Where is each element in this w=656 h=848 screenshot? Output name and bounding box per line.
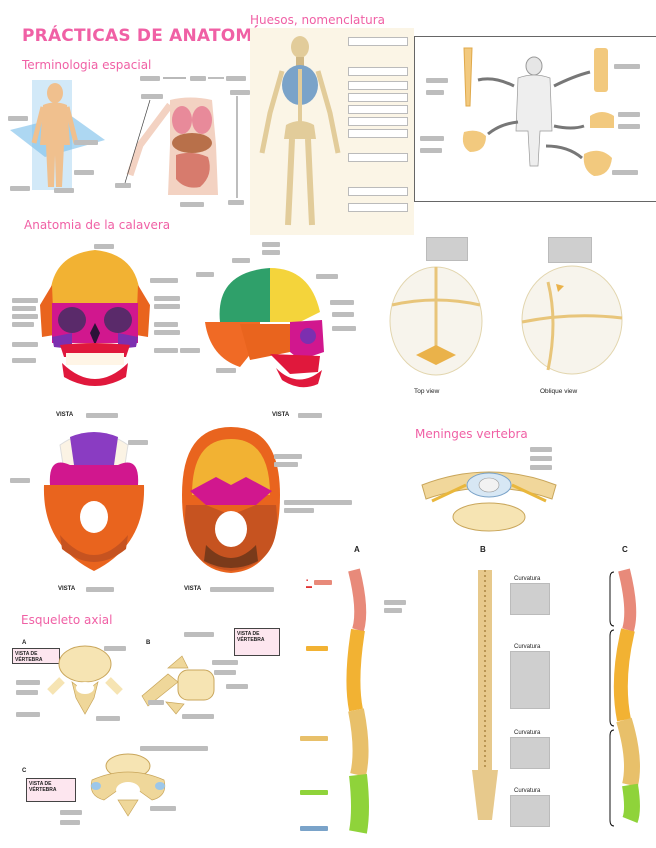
- top-view-caption: Top view: [414, 388, 440, 395]
- axial-vista-a-box: VISTA DE VÉRTEBRA: [12, 648, 60, 664]
- label-blank: [420, 148, 442, 153]
- label-blank: [180, 202, 204, 207]
- skeleton-figure: [252, 33, 347, 233]
- skull-lateral-view: [200, 262, 330, 392]
- vertebra-a-figure: [42, 642, 128, 728]
- skull-internal-vista-label: VISTA: [184, 586, 274, 592]
- label-blank: [614, 64, 640, 69]
- section-spatial-title: Terminologia espacial: [22, 58, 152, 72]
- label-blank: [228, 200, 244, 205]
- oblique-view-caption: Oblique view: [540, 388, 578, 395]
- vertebra-c-figure: [78, 746, 178, 818]
- meninges-label: [530, 447, 552, 452]
- section-meninges-title: Meninges vertebra: [415, 427, 528, 441]
- skull-front-view: [40, 245, 150, 390]
- skull-internal-base-view: [176, 425, 286, 575]
- bone-types-figure: [414, 36, 656, 200]
- label-blank: [618, 112, 640, 117]
- label-blank: [230, 90, 250, 95]
- spatial-figure-woman: [10, 75, 105, 195]
- skull-oblique-view: [518, 262, 624, 377]
- spine-lateral-a: [340, 568, 380, 840]
- skull-oblique-label-box: [548, 237, 592, 263]
- label-blank: [10, 186, 30, 191]
- skull-front-vista-label: VISTA: [56, 412, 118, 418]
- page-title: PRÁCTICAS DE ANATOMÍA: [22, 26, 273, 46]
- label-blank: [74, 170, 94, 175]
- spine-b-letter: B: [480, 545, 486, 554]
- spine-c-letter: C: [622, 545, 628, 554]
- label-blank: [426, 78, 448, 83]
- skull-top-view: [386, 265, 486, 377]
- label-blank: [115, 183, 131, 188]
- axial-b-letter: B: [146, 640, 151, 646]
- bone-label-boxes: [348, 35, 410, 215]
- axial-a-letter: A: [22, 640, 27, 646]
- label-blank: [226, 76, 246, 81]
- label-blank: [74, 140, 98, 145]
- section-bones-title: Huesos, nomenclatura: [250, 13, 385, 27]
- label-blank: [420, 136, 444, 141]
- label-blank: [54, 188, 74, 193]
- meninges-label: [530, 465, 552, 470]
- label-blank: [190, 76, 206, 81]
- axial-c-letter: C: [22, 768, 27, 774]
- skull-lateral-vista-label: VISTA: [272, 412, 322, 418]
- label-blank: [612, 170, 638, 175]
- meninges-label: [530, 456, 552, 461]
- label-blank: [426, 90, 444, 95]
- meninges-vertebra-figure: [412, 455, 566, 533]
- skull-top-label-box: [426, 237, 468, 261]
- skull-inferior-vista-label: VISTA: [58, 586, 114, 592]
- axial-vista-b-box: VISTA DE VÉRTEBRA: [234, 628, 280, 656]
- skull-inferior-view: [40, 425, 148, 573]
- spatial-figure-torso: [126, 95, 240, 205]
- vertebra-b-figure: [138, 652, 230, 722]
- spine-posterior-b: [462, 570, 508, 840]
- spine-a-letter: A: [354, 545, 360, 554]
- section-skull-title: Anatomia de la calavera: [24, 218, 171, 232]
- section-axial-title: Esqueleto axial: [21, 613, 113, 627]
- label-blank: [8, 116, 28, 121]
- label-blank: [618, 124, 640, 129]
- label-blank: [140, 76, 160, 81]
- spine-lateral-c: [609, 568, 656, 840]
- axial-vista-c-box: VISTA DE VÉRTEBRA: [26, 778, 76, 802]
- label-blank: [141, 94, 163, 99]
